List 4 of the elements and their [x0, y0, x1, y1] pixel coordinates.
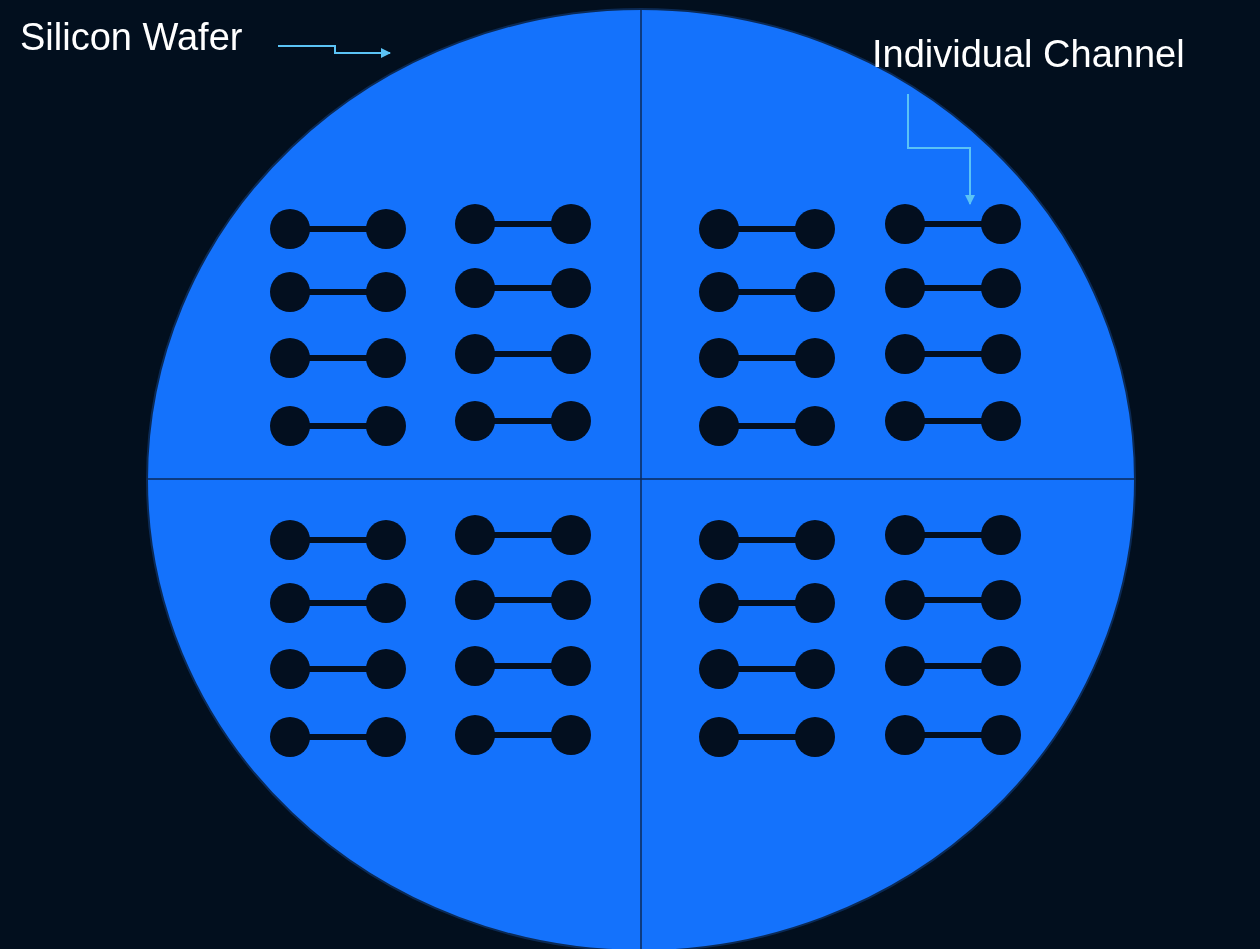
callout-label: Silicon Wafer — [20, 15, 244, 59]
leader-arrow — [277, 45, 391, 58]
callout-label: Individual Channel — [872, 32, 1186, 76]
leader-arrow — [907, 93, 975, 205]
